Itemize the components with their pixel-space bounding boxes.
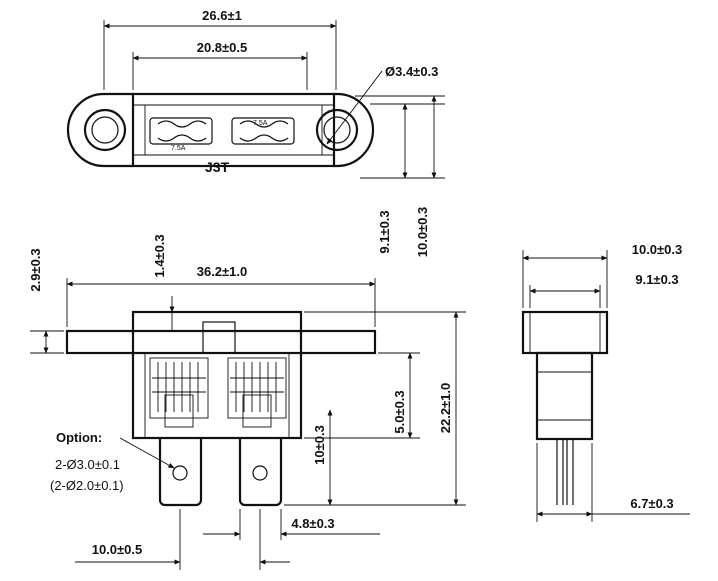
dim-body-height: 5.0±0.3 xyxy=(392,390,407,433)
top-view-ears xyxy=(66,92,375,168)
front-view: 36.2±1.0 2.9±0.3 1.4±0.3 5.0±0.3 22.2±1.… xyxy=(28,234,466,570)
dim-top-height-inner: 9.1±0.3 xyxy=(377,210,392,253)
right-slot-marking: 7.5A xyxy=(253,120,268,127)
left-terminal-hole xyxy=(172,465,188,481)
dim-top-overall-width: 26.6±1 xyxy=(202,8,242,23)
dim-side-pin-spacing: 6.7±0.3 xyxy=(630,496,673,511)
option-title: Option: xyxy=(56,430,102,445)
right-fuse-slot xyxy=(231,117,295,145)
front-body xyxy=(131,310,303,440)
dim-terminal-length: 10±0.3 xyxy=(312,425,327,465)
right-mounting-hole xyxy=(315,108,359,152)
side-terminals xyxy=(556,439,574,505)
dim-terminal-pitch: 10.0±0.5 xyxy=(92,542,143,557)
dim-top-inner-width: 20.8±0.5 xyxy=(197,40,248,55)
option-line-2: (2-Ø2.0±0.1) xyxy=(50,478,124,493)
side-body xyxy=(535,351,594,441)
right-terminal xyxy=(238,438,283,507)
top-view: 7.5A 7.5A J3T 26.6±1 20.8±0.5 Ø3.4±0.3 9… xyxy=(66,8,445,258)
dim-hole-diameter: Ø3.4±0.3 xyxy=(385,64,438,79)
front-contacts xyxy=(149,357,287,428)
dim-terminal-width: 4.8±0.3 xyxy=(291,516,334,531)
left-slot-marking: 7.5A xyxy=(171,145,186,152)
body-marking: J3T xyxy=(205,159,230,175)
side-view: 10.0±0.3 9.1±0.3 6.7±0.3 xyxy=(521,242,690,522)
dim-top-height-outer: 10.0±0.3 xyxy=(415,207,430,258)
side-cap xyxy=(521,310,609,355)
dim-overall-height: 22.2±1.0 xyxy=(438,383,453,434)
front-flange xyxy=(65,329,377,355)
left-fuse-slot xyxy=(149,117,213,145)
dim-front-overall-width: 36.2±1.0 xyxy=(197,264,248,279)
left-mounting-hole xyxy=(83,108,127,152)
dim-side-width-inner: 9.1±0.3 xyxy=(635,272,678,287)
dim-side-width-outer: 10.0±0.3 xyxy=(632,242,683,257)
right-terminal-hole xyxy=(252,465,268,481)
top-view-body xyxy=(131,92,336,168)
option-line-1: 2-Ø3.0±0.1 xyxy=(55,457,120,472)
dim-step-height: 1.4±0.3 xyxy=(152,234,167,277)
dim-flange-thickness: 2.9±0.3 xyxy=(28,248,43,291)
left-terminal xyxy=(158,438,203,507)
